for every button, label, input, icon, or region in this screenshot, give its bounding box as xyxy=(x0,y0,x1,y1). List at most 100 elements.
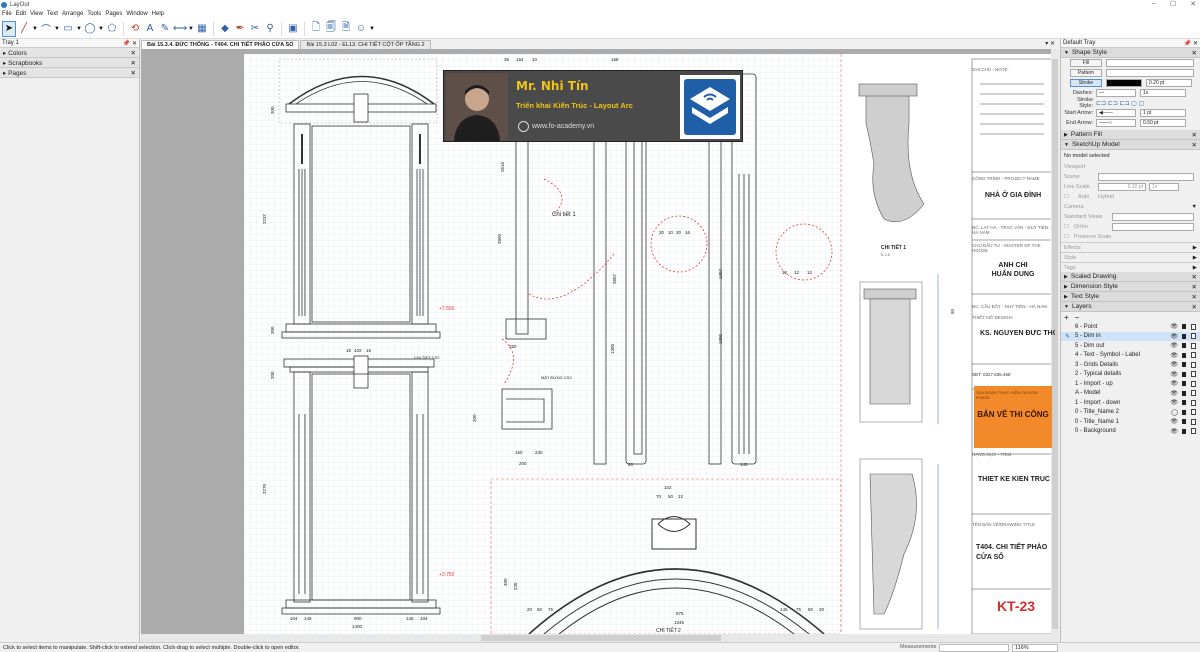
menu-tools[interactable]: Tools xyxy=(87,11,102,17)
page-icon[interactable] xyxy=(1191,418,1196,425)
scene-select[interactable] xyxy=(1098,173,1194,181)
preserve-scale-checkbox[interactable]: ☐ xyxy=(1064,234,1069,240)
section-scaled-drawing[interactable]: ▶Scaled Drawing ✕ xyxy=(1061,272,1200,282)
add-page-icon[interactable]: 🗋 xyxy=(311,22,321,33)
eye-icon[interactable]: 👁 xyxy=(1170,324,1178,331)
eye-icon[interactable]: 👁 xyxy=(1170,419,1178,426)
page-icon[interactable] xyxy=(1191,342,1196,349)
panel-scrapbooks[interactable]: ▸ Scrapbooks ✕ xyxy=(0,58,139,68)
menu-arrange[interactable]: Arrange xyxy=(61,11,84,17)
line-scale-field[interactable]: 0.10 pt xyxy=(1098,183,1146,191)
layer-row[interactable]: 1 - Import - up👁 xyxy=(1061,379,1200,389)
layer-row[interactable]: 5 - Dim out👁 xyxy=(1061,341,1200,351)
offset-tool-icon[interactable]: ⟲ xyxy=(130,23,140,34)
layer-row[interactable]: 0 - Title_Name 2◯ xyxy=(1061,408,1200,418)
eye-icon[interactable]: 👁 xyxy=(1170,343,1178,350)
end-arrow-size[interactable]: 0.50 pt xyxy=(1140,119,1186,127)
section-shape-style[interactable]: ▼Shape Style ✕ xyxy=(1061,48,1200,58)
zoom-select[interactable]: 116% xyxy=(1012,644,1058,652)
menu-view[interactable]: View xyxy=(30,11,43,17)
layer-row[interactable]: 3 - Grids Details👁 xyxy=(1061,360,1200,370)
stroke-button[interactable]: Stroke xyxy=(1070,79,1102,87)
panel-pages[interactable]: ▸ Pages ✕ xyxy=(0,68,139,78)
horizontal-scrollbar[interactable] xyxy=(141,634,1059,642)
lock-icon[interactable] xyxy=(1182,333,1186,339)
arc-dropdown-icon[interactable]: ▼ xyxy=(54,25,60,32)
lock-icon[interactable] xyxy=(1182,343,1186,349)
lock-icon[interactable] xyxy=(1182,381,1186,387)
line-dropdown-icon[interactable]: ▼ xyxy=(32,25,38,32)
eye-icon[interactable]: 👁 xyxy=(1170,400,1178,407)
eye-icon[interactable]: 👁 xyxy=(1170,352,1178,359)
close-icon[interactable]: ✕ xyxy=(130,59,136,67)
menu-window[interactable]: Window xyxy=(126,11,148,17)
close-icon[interactable]: ✕ xyxy=(1191,293,1197,301)
tab-document-1[interactable]: Bài 15.3.4. ĐỨC THÔNG - T404. CHI TIẾT P… xyxy=(141,40,300,49)
stroke-style-buttons-icon[interactable]: ⊏⊐ ⊏⊐ ⊏⊐ ▢ ▢ xyxy=(1096,100,1145,107)
rectangle-tool-icon[interactable]: ▭ xyxy=(63,23,73,34)
dashes-select[interactable]: — xyxy=(1096,89,1136,97)
circle-dropdown-icon[interactable]: ▼ xyxy=(98,25,104,32)
pattern-swatch[interactable] xyxy=(1106,69,1194,77)
duplicate-page-icon[interactable]: 🗐 xyxy=(326,22,336,33)
eye-hidden-icon[interactable]: ◯ xyxy=(1171,409,1178,416)
vertical-scrollbar[interactable] xyxy=(1051,49,1059,634)
layer-row[interactable]: 2 - Typical details👁 xyxy=(1061,370,1200,380)
minimize-button[interactable]: – xyxy=(1151,0,1156,7)
end-arrow-select[interactable]: ——○ xyxy=(1096,119,1136,127)
start-arrow-select[interactable]: ◀—— xyxy=(1096,109,1136,117)
page-icon[interactable] xyxy=(1191,399,1196,406)
lock-icon[interactable] xyxy=(1182,428,1186,434)
polygon-tool-icon[interactable]: ⬠ xyxy=(107,23,117,34)
fill-swatch[interactable] xyxy=(1106,59,1194,67)
close-icon[interactable]: ✕ xyxy=(1191,49,1197,57)
close-icon[interactable]: ✕ xyxy=(1191,273,1197,281)
eye-icon[interactable]: 👁 xyxy=(1170,390,1178,397)
menu-text[interactable]: Text xyxy=(46,11,58,17)
lock-icon[interactable] xyxy=(1182,409,1186,415)
drawing-canvas[interactable]: Chi tiết 1 CHI TIẾT CS2 MẶT ĐỨNG CS2 CHI… xyxy=(141,49,1059,634)
eraser-tool-icon[interactable]: ◆ xyxy=(221,23,229,34)
left-tray-pin-close[interactable]: 📌 ✕ xyxy=(122,40,137,47)
split-tool-icon[interactable]: ✂ xyxy=(250,23,260,34)
section-dimension-style[interactable]: ▶Dimension Style ✕ xyxy=(1061,282,1200,292)
table-tool-icon[interactable]: ▦ xyxy=(197,23,207,34)
maximize-button[interactable]: ☐ xyxy=(1169,1,1177,8)
close-icon[interactable]: ✕ xyxy=(1191,131,1197,139)
dimension-tool-icon[interactable]: ⟷ xyxy=(172,23,188,34)
line-tool-icon[interactable]: ╱ xyxy=(20,23,28,34)
section-sketchup-model[interactable]: ▼SketchUp Model ✕ xyxy=(1061,140,1200,150)
ortho-checkbox[interactable]: ☐ xyxy=(1064,224,1069,230)
render-mode-select[interactable]: Hybrid xyxy=(1098,194,1114,200)
auto-checkbox[interactable]: ☐ xyxy=(1064,194,1069,200)
section-pattern-fill[interactable]: ▶Pattern Fill ✕ xyxy=(1061,130,1200,140)
screen-presentation-icon[interactable]: ▣ xyxy=(288,23,298,34)
close-icon[interactable]: ✕ xyxy=(1191,141,1197,149)
layer-row[interactable]: A - Model👁 xyxy=(1061,389,1200,399)
remove-layer-button[interactable]: − xyxy=(1074,312,1080,322)
tags-label[interactable]: Tags xyxy=(1064,264,1076,271)
lock-icon[interactable] xyxy=(1182,419,1186,425)
start-arrow-size[interactable]: 1 pt xyxy=(1140,109,1186,117)
page-icon[interactable] xyxy=(1191,323,1196,330)
layer-row[interactable]: 0 - Background👁 xyxy=(1061,427,1200,437)
dash-scale-select[interactable]: 1x xyxy=(1140,89,1186,97)
eye-icon[interactable]: 👁 xyxy=(1170,428,1178,435)
ortho-select[interactable] xyxy=(1112,223,1194,231)
eye-icon[interactable]: 👁 xyxy=(1170,381,1178,388)
text-tool-icon[interactable]: A xyxy=(146,23,154,34)
section-text-style[interactable]: ▶Text Style ✕ xyxy=(1061,292,1200,302)
fill-button[interactable]: Fill xyxy=(1070,59,1102,67)
layer-row[interactable]: 6 - Point👁 xyxy=(1061,322,1200,332)
account-icon[interactable]: ☺ xyxy=(355,23,367,34)
menu-help[interactable]: Help xyxy=(151,11,165,17)
panel-colors[interactable]: ▸ Colors ✕ xyxy=(0,48,139,58)
label-tool-icon[interactable]: ✎ xyxy=(160,23,170,34)
page-icon[interactable] xyxy=(1191,371,1196,378)
lock-icon[interactable] xyxy=(1182,400,1186,406)
tab-list-close-icon[interactable]: ▾ ✕ xyxy=(1045,41,1055,47)
page-icon[interactable] xyxy=(1191,333,1196,340)
page-icon[interactable] xyxy=(1191,428,1196,435)
menu-file[interactable]: File xyxy=(2,11,12,17)
layer-row[interactable]: 0 - Title_Name 1👁 xyxy=(1061,417,1200,427)
